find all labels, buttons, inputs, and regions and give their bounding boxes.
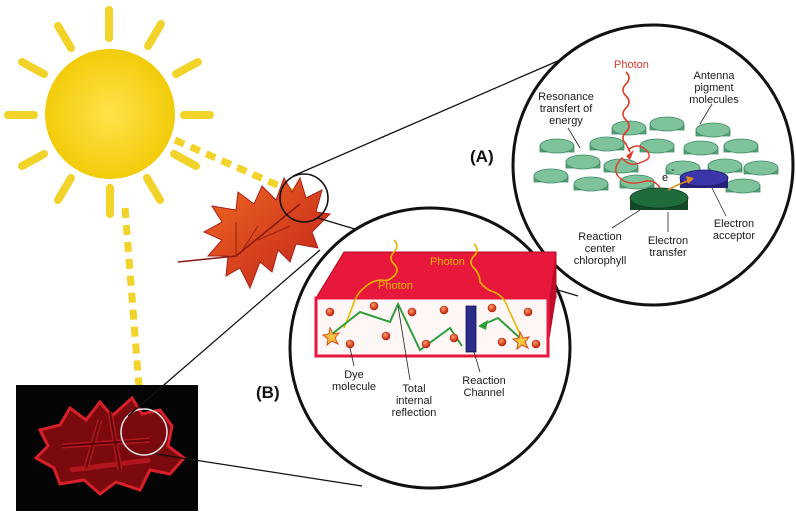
reflection-ray-path bbox=[331, 301, 463, 352]
ray-arrow-head bbox=[478, 320, 488, 330]
pigment-disc bbox=[649, 116, 685, 132]
svg-text:Reaction: Reaction bbox=[578, 231, 621, 243]
reaction-channel-label: Reaction Channel bbox=[462, 375, 505, 399]
zoom-connectors-b bbox=[127, 249, 363, 487]
device-zoom-ring bbox=[120, 408, 168, 456]
svg-text:Reaction: Reaction bbox=[462, 375, 505, 387]
dye-molecule bbox=[523, 307, 533, 317]
dye-molecule bbox=[407, 307, 417, 317]
photon-wave-b-right bbox=[470, 243, 521, 335]
electron-charge: - bbox=[671, 164, 675, 176]
sun bbox=[4, 6, 214, 218]
panel-a: (A) bbox=[470, 23, 795, 307]
dye-molecule bbox=[325, 307, 335, 317]
dye-molecule bbox=[531, 339, 541, 349]
leaf-zoom-ring bbox=[279, 173, 329, 223]
dye-molecule bbox=[369, 301, 379, 311]
electron-acceptor-label: Electron acceptor bbox=[713, 218, 756, 242]
svg-text:reflection: reflection bbox=[392, 407, 437, 419]
pigment-disc bbox=[683, 140, 719, 156]
dye-molecule bbox=[421, 339, 431, 349]
energy-transfer-path bbox=[615, 145, 661, 189]
photon-wave-b-left bbox=[343, 239, 398, 329]
pigment-disc bbox=[639, 138, 675, 154]
maple-leaf bbox=[177, 176, 332, 290]
pigment-disc bbox=[619, 174, 655, 190]
svg-text:center: center bbox=[585, 243, 616, 255]
dye-molecule bbox=[439, 305, 449, 315]
luminescent-device bbox=[16, 385, 198, 511]
svg-text:Electron: Electron bbox=[714, 218, 754, 230]
pigment-disc bbox=[743, 160, 779, 176]
electron-acceptor-disc bbox=[679, 169, 729, 188]
svg-text:transfer: transfer bbox=[649, 247, 687, 259]
svg-text:transfert of: transfert of bbox=[540, 103, 594, 115]
dye-molecule bbox=[449, 333, 459, 343]
photon-arrow-a bbox=[626, 150, 634, 160]
excited-dye-right bbox=[511, 330, 531, 351]
svg-text:molecule: molecule bbox=[332, 381, 376, 393]
svg-text:energy: energy bbox=[549, 115, 583, 127]
reaction-center-label: Reaction center chlorophyll bbox=[574, 231, 627, 267]
svg-text:Electron: Electron bbox=[648, 235, 688, 247]
reaction-center-disc bbox=[629, 187, 689, 210]
photon-wave-a bbox=[622, 71, 631, 153]
electron-arrow-head bbox=[686, 176, 694, 184]
svg-text:Channel: Channel bbox=[464, 387, 505, 399]
pigment-disc bbox=[539, 138, 575, 154]
svg-text:pigment: pigment bbox=[694, 82, 733, 94]
photon-label-a: Photon bbox=[614, 59, 649, 71]
pigment-disc bbox=[573, 176, 609, 192]
svg-text:internal: internal bbox=[396, 395, 432, 407]
panel-a-tag: (A) bbox=[470, 147, 494, 166]
excited-dye-left bbox=[321, 326, 341, 347]
reaction-channel bbox=[465, 305, 477, 353]
photon-label-b-left: Photon bbox=[378, 280, 413, 292]
panel-a-circle bbox=[511, 23, 795, 307]
pigment-disc bbox=[603, 158, 639, 174]
pigment-disc bbox=[565, 154, 601, 170]
dye-molecule bbox=[497, 337, 507, 347]
svg-text:Total: Total bbox=[402, 383, 425, 395]
dye-molecule bbox=[487, 303, 497, 313]
photon-label-b-right: Photon bbox=[430, 256, 465, 268]
dye-molecule-label: Dye molecule bbox=[332, 369, 376, 393]
pigment-disc bbox=[707, 158, 743, 174]
dye-molecule bbox=[381, 331, 391, 341]
dye-molecule bbox=[345, 339, 355, 349]
panel-b: (B) Photon Photon bbox=[256, 206, 572, 490]
total-internal-reflection-label: Total internal reflection bbox=[392, 383, 437, 419]
svg-text:molecules: molecules bbox=[689, 94, 739, 106]
panel-b-tag: (B) bbox=[256, 383, 280, 402]
electron-transfer-label: Electron transfer bbox=[648, 235, 688, 259]
electron-symbol: e bbox=[662, 172, 668, 184]
antenna-label: Antenna pigment molecules bbox=[689, 70, 739, 106]
svg-text:Resonance: Resonance bbox=[538, 91, 594, 103]
svg-text:Antenna: Antenna bbox=[694, 70, 736, 82]
svg-text:Dye: Dye bbox=[344, 369, 364, 381]
slab-right-face bbox=[548, 252, 556, 348]
sun-disc bbox=[45, 49, 175, 179]
pigment-disc bbox=[695, 122, 731, 138]
sun-rays bbox=[4, 6, 214, 218]
leader-lines-a bbox=[567, 103, 727, 232]
leader-lines-b bbox=[349, 305, 481, 381]
sun-beams bbox=[121, 136, 304, 426]
pigment-disc bbox=[533, 168, 569, 184]
resonance-label: Resonance transfert of energy bbox=[538, 91, 594, 127]
antenna-pigment-discs bbox=[533, 116, 779, 194]
svg-text:acceptor: acceptor bbox=[713, 230, 756, 242]
pigment-disc bbox=[723, 138, 759, 154]
svg-text:chlorophyll: chlorophyll bbox=[574, 255, 627, 267]
pigment-disc bbox=[589, 136, 625, 152]
pigment-disc bbox=[725, 178, 761, 194]
